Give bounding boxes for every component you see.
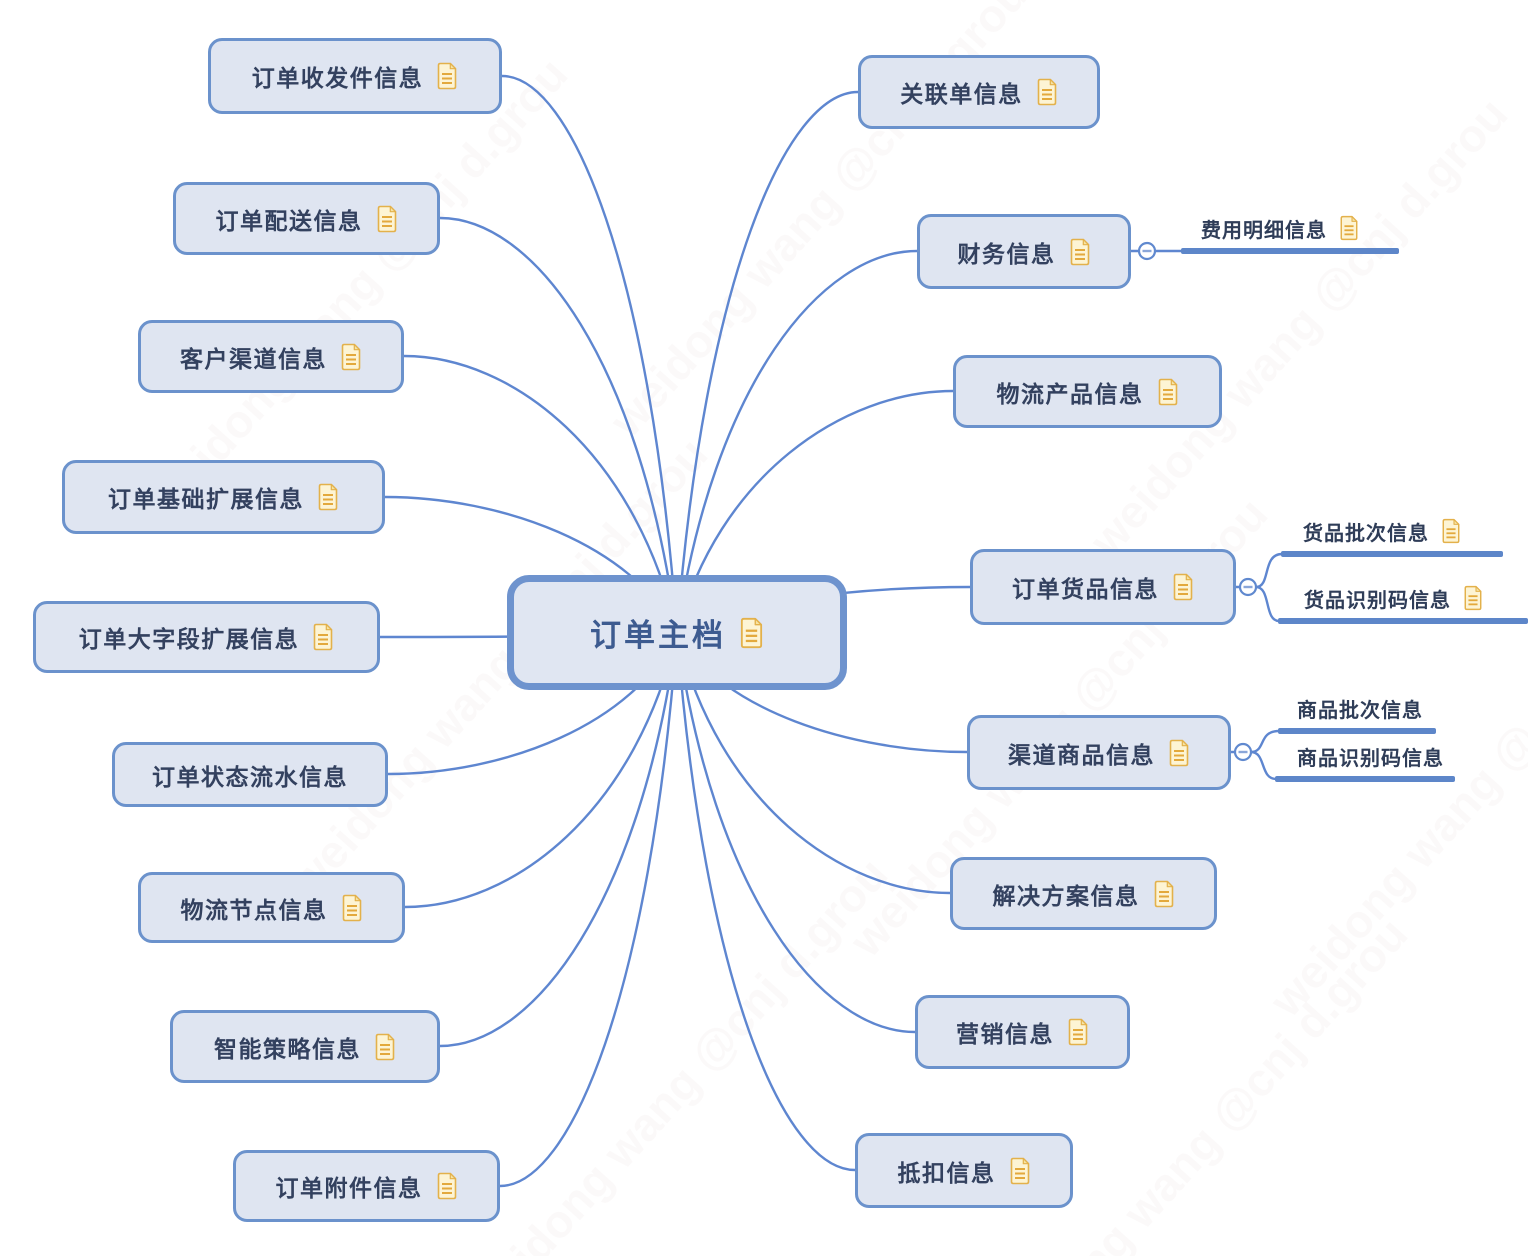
topic-order-attachment-info[interactable]: 订单附件信息 bbox=[233, 1150, 500, 1222]
topic-label: 抵扣信息 bbox=[897, 1159, 996, 1186]
topic-label: 订单基础扩展信息 bbox=[108, 486, 304, 512]
subtopic-branch-line bbox=[1181, 248, 1399, 254]
subtopic-branch-line bbox=[1281, 551, 1503, 557]
branch-connector bbox=[500, 74, 679, 635]
subtopic-label: 商品识别码信息 bbox=[1297, 747, 1444, 770]
topic-order-status-flow-info[interactable]: 订单状态流水信息 bbox=[112, 742, 388, 807]
branch-connector bbox=[675, 389, 955, 635]
subtopic-label: 商品批次信息 bbox=[1297, 699, 1423, 722]
subtopic-goods-id-code-info[interactable]: 货品识别码信息 bbox=[1278, 580, 1528, 624]
topic-label: 订单货品信息 bbox=[1012, 576, 1159, 602]
subtopic-branch-line bbox=[1278, 728, 1436, 734]
topic-order-basic-ext-info[interactable]: 订单基础扩展信息 bbox=[62, 460, 385, 534]
topic-label: 渠道商品信息 bbox=[1008, 741, 1155, 768]
document-icon bbox=[1168, 739, 1190, 767]
branch-connector bbox=[675, 631, 917, 1034]
topic-label: 订单收发件信息 bbox=[251, 65, 424, 91]
topic-label: 财务信息 bbox=[957, 240, 1056, 267]
subtopic-label: 货品批次信息 bbox=[1303, 522, 1429, 545]
topic-order-large-field-ext-info[interactable]: 订单大字段扩展信息 bbox=[33, 601, 380, 673]
branch-connector bbox=[402, 354, 679, 635]
subtopic-label: 费用明细信息 bbox=[1201, 219, 1327, 242]
branch-connector bbox=[675, 90, 860, 635]
topic-label: 订单附件信息 bbox=[275, 1175, 423, 1201]
topic-label: 订单配送信息 bbox=[215, 207, 363, 234]
subtopic-product-id-code-info[interactable]: 商品识别码信息 bbox=[1275, 738, 1455, 782]
document-icon bbox=[1172, 573, 1194, 601]
topic-logistics-node-info[interactable]: 物流节点信息 bbox=[138, 872, 405, 943]
document-icon bbox=[1153, 880, 1175, 908]
topic-marketing-info[interactable]: 营销信息 bbox=[915, 995, 1130, 1069]
topic-logistics-product-info[interactable]: 物流产品信息 bbox=[953, 355, 1222, 428]
topic-label: 物流产品信息 bbox=[996, 380, 1144, 407]
topic-label: 客户渠道信息 bbox=[180, 345, 327, 372]
central-topic-label: 订单主档 bbox=[590, 618, 726, 653]
document-icon bbox=[1339, 215, 1359, 241]
document-icon bbox=[376, 205, 398, 233]
subtopic-label: 货品识别码信息 bbox=[1304, 589, 1451, 612]
topic-label: 营销信息 bbox=[956, 1021, 1054, 1047]
branch-connector bbox=[675, 631, 857, 1172]
subtopic-fee-detail-info[interactable]: 费用明细信息 bbox=[1181, 210, 1399, 254]
document-icon bbox=[1069, 238, 1091, 266]
document-icon bbox=[1036, 78, 1058, 106]
branch-connector bbox=[675, 631, 952, 895]
child-connector bbox=[1249, 750, 1278, 781]
topic-smart-strategy-info[interactable]: 智能策略信息 bbox=[170, 1010, 440, 1083]
topic-label: 订单大字段扩展信息 bbox=[78, 626, 300, 652]
document-icon bbox=[312, 623, 334, 651]
document-icon bbox=[1441, 518, 1461, 544]
topic-customer-channel-info[interactable]: 客户渠道信息 bbox=[138, 320, 404, 393]
topic-channel-product-info[interactable]: 渠道商品信息 bbox=[967, 715, 1231, 790]
document-icon bbox=[1067, 1018, 1089, 1046]
subtopic-product-batch-info[interactable]: 商品批次信息 bbox=[1278, 690, 1436, 734]
document-icon bbox=[340, 343, 362, 371]
document-icon bbox=[317, 483, 339, 511]
subtopic-goods-batch-info[interactable]: 货品批次信息 bbox=[1281, 513, 1503, 557]
topic-label: 物流节点信息 bbox=[180, 896, 328, 923]
document-icon bbox=[1009, 1157, 1031, 1185]
child-connectors bbox=[1129, 249, 1284, 781]
document-icon bbox=[341, 894, 363, 922]
topic-deduction-info[interactable]: 抵扣信息 bbox=[855, 1133, 1073, 1208]
topic-solution-info[interactable]: 解决方案信息 bbox=[950, 857, 1217, 930]
child-connector bbox=[1254, 585, 1281, 623]
subtopic-branch-line bbox=[1275, 776, 1455, 782]
document-icon bbox=[1463, 585, 1483, 611]
document-icon bbox=[1157, 378, 1179, 406]
topic-label: 订单状态流水信息 bbox=[152, 763, 348, 790]
branch-connector bbox=[403, 631, 679, 909]
topic-order-send-receive-info[interactable]: 订单收发件信息 bbox=[208, 38, 502, 114]
topic-label: 关联单信息 bbox=[900, 81, 1023, 107]
document-icon bbox=[436, 1172, 458, 1200]
central-topic[interactable]: 订单主档 bbox=[507, 575, 847, 690]
topic-label: 解决方案信息 bbox=[992, 882, 1140, 909]
topic-finance-info[interactable]: 财务信息 bbox=[917, 214, 1131, 289]
document-icon bbox=[436, 62, 458, 90]
branch-connector bbox=[438, 216, 679, 635]
collapse-button-order-goods[interactable] bbox=[1238, 577, 1258, 597]
subtopic-branch-line bbox=[1278, 618, 1528, 624]
topic-related-order-info[interactable]: 关联单信息 bbox=[858, 55, 1100, 129]
topic-order-goods-info[interactable]: 订单货品信息 bbox=[970, 549, 1236, 625]
topic-order-delivery-info[interactable]: 订单配送信息 bbox=[173, 182, 440, 255]
branch-connector bbox=[438, 631, 679, 1048]
topic-label: 智能策略信息 bbox=[214, 1035, 361, 1062]
branch-connector bbox=[675, 249, 919, 635]
child-connector bbox=[1254, 552, 1284, 589]
collapse-button-finance[interactable] bbox=[1137, 241, 1157, 261]
document-icon bbox=[739, 617, 764, 649]
collapse-button-channel-product[interactable] bbox=[1233, 742, 1253, 762]
document-icon bbox=[374, 1033, 396, 1061]
branch-connector bbox=[498, 631, 679, 1188]
